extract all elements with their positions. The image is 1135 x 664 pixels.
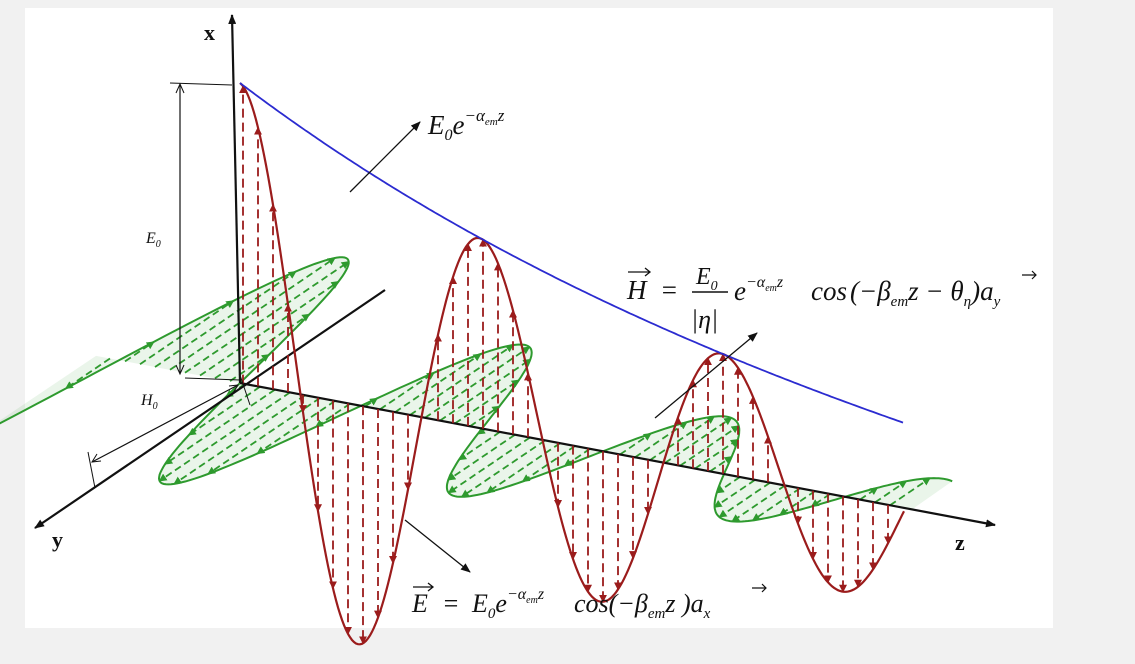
h-field-vector-arrow [694,438,739,470]
h-field-vector-arrow [715,476,741,494]
x-axis-label: x [204,20,215,45]
e-vector-symbol: E [411,589,428,618]
y-axis [34,289,386,529]
h-field-vector-arrow [158,391,291,482]
h-field-vector-arrow [751,487,801,522]
h-field-wave [0,256,953,523]
h-denominator: |η| [691,305,718,334]
h-field-vector-arrow [486,442,561,494]
h-field-vector-arrow [139,300,235,365]
h-field-vector-arrow [199,280,340,377]
figure-panel [25,8,1053,628]
e-pointer-arrow [404,519,471,573]
envelope-curve [239,82,904,424]
h-field-vector-arrow [154,270,297,368]
h-field-vector-arrow [779,490,816,516]
h-pointer-arrow [654,332,758,419]
h-field-vector-arrow [229,353,270,382]
e0-dimension-label: E0 [145,230,161,250]
x-axis [228,14,242,384]
e-amplitude: E0e−αemz [471,586,545,622]
h-field-vector-arrow [439,358,532,422]
h-field-vector-arrow [889,477,931,507]
h-field-vector-arrow [859,487,879,501]
h-cosine: cos(−βemz − θη)ay [811,276,1001,310]
h-exponential: e−αemz [734,274,784,306]
h-field-vector-arrow [713,479,756,508]
h-field-vector-arrow [164,388,276,465]
z-axis [239,381,996,528]
envelope-pointer-arrow [349,121,421,193]
h-field-vector-arrow [619,432,652,456]
h-field-vector-arrow [187,386,261,436]
h-field-vector-arrow [563,448,591,467]
e-field-equation: E = E0e−αemz cos(−βemz )ax [411,582,767,622]
h-field-vector-arrow [447,436,531,494]
h0-dimension-label: H0 [140,392,158,412]
h-field-vector-arrow [649,415,716,461]
envelope-equation: E0e−αemz [427,106,505,144]
h0-dimension [87,374,251,489]
e-equals: = [442,589,460,618]
e0-dimension [169,82,241,381]
y-axis-label: y [52,527,63,552]
h-field-curve [0,256,953,523]
h-field-vector-arrow [709,455,733,473]
h-numerator: E0 [695,264,718,294]
h-field-vector-arrow [424,346,531,419]
coordinate-axes [34,14,996,529]
h-field-lobes [0,257,953,522]
z-axis-label: z [955,530,965,555]
h-field-vector-arrow [874,480,908,504]
h-field-vector-arrow [409,344,514,416]
h-field-vector-arrow [458,431,501,461]
h-vector-symbol: H [626,275,648,305]
e-field-wave [239,82,905,646]
h-field-vector-arrow [394,353,482,413]
h-field-vector-arrow [664,417,733,464]
e-cosine: cos(−βemz )ax [574,589,711,622]
h-field-vector-arrow [214,313,311,380]
h-field-vector-arrow [169,257,336,371]
h-field-vector-arrow [469,405,501,428]
h-field-vector-arrow [718,481,771,518]
h-field-vector-arrow [454,379,520,425]
h-field-vector-arrow [810,493,831,508]
h-field-vector-arrow [256,400,336,455]
e-field-curve [239,82,905,646]
h-equals: = [660,275,678,305]
h-field-vector-arrow [447,433,516,481]
h-field-vector-arrow [173,394,306,485]
h-field-equation: H = E0 |η| e−αemz cos(−βemz − θη)ay [626,264,1037,334]
h-field-vector-arrow [679,425,740,467]
h-field-vector-arrow [315,402,351,428]
h-field-vector-arrow [460,439,546,498]
